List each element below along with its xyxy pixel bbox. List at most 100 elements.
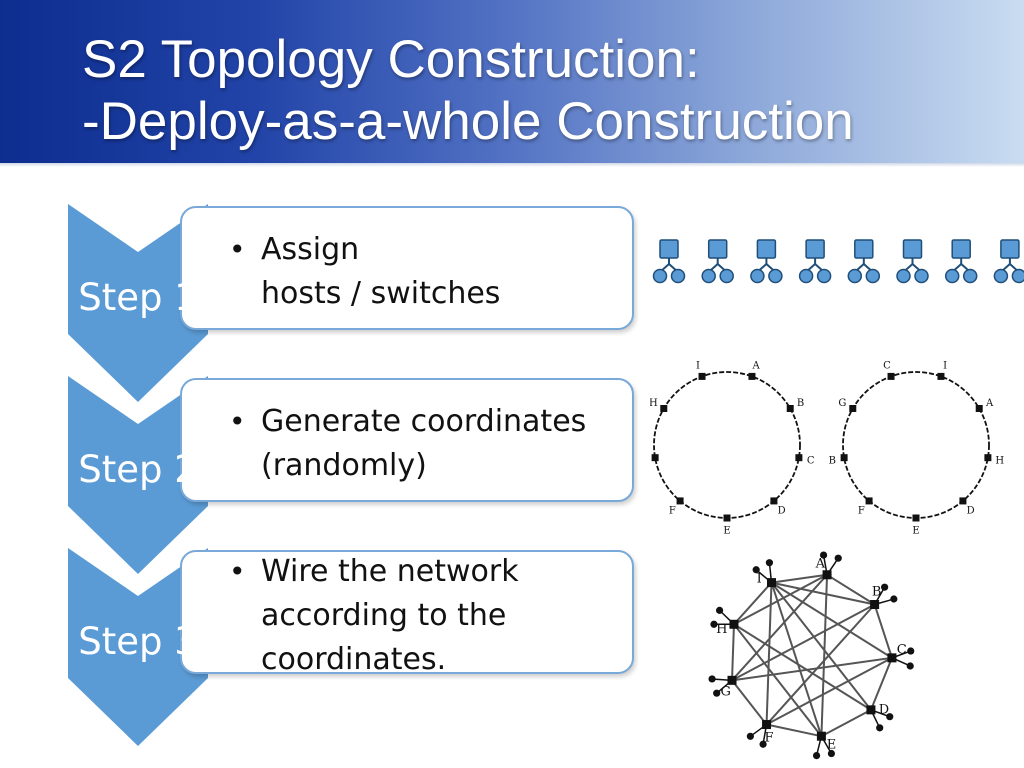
host-right <box>962 268 978 284</box>
host-right <box>768 268 783 284</box>
ring-node-label-C: C <box>807 455 815 466</box>
host-G-2 <box>708 675 716 683</box>
ring-node-H <box>660 405 668 412</box>
ring-node-label-D: D <box>778 506 786 517</box>
switch-with-two-hosts-icon <box>750 239 783 284</box>
ring-node-A <box>975 405 983 412</box>
title-bar: S2 Topology Construction: -Deploy-as-a-w… <box>0 0 1024 163</box>
step-3-text-line-2: according to the <box>261 598 507 633</box>
cross-link-B-F <box>765 603 876 726</box>
host-E-1 <box>827 749 836 758</box>
ring-node-label-B: B <box>797 398 804 409</box>
switch-box <box>902 239 923 259</box>
ring-node-E <box>723 514 731 522</box>
slide-title-line-1: S2 Topology Construction: <box>82 30 700 89</box>
step-3: • Wire the network according to the coor… <box>0 548 1024 746</box>
step-2-text-line-1: Generate coordinates <box>261 404 587 439</box>
step-1-text-line-2: hosts / switches <box>261 276 501 311</box>
step-1-label: Step 1 <box>78 276 198 319</box>
ring-node-C <box>887 372 895 380</box>
ring-node-label-I: I <box>696 361 700 372</box>
network-links <box>731 573 893 738</box>
ring-link-G-H <box>731 624 735 681</box>
ring-node-label-A: A <box>751 361 760 372</box>
ring-node-label-H: H <box>995 455 1004 466</box>
ring-node-B <box>840 454 848 462</box>
switch-box <box>756 239 777 259</box>
host-A-1 <box>819 551 828 559</box>
step-1-chevron-arrow <box>68 204 208 402</box>
cross-link-B-I <box>771 581 875 606</box>
cross-link-F-I <box>765 582 773 725</box>
cross-link-C-F <box>766 656 893 726</box>
ring-node-label-A: A <box>985 398 994 409</box>
host-left <box>896 268 911 284</box>
switch-node-C <box>887 653 897 663</box>
switch-box <box>854 239 874 259</box>
host-left <box>652 268 668 284</box>
ring-node-I <box>698 372 706 380</box>
ring-node-F <box>676 497 684 505</box>
ring-link-H-I <box>733 581 773 625</box>
switch-label-A: A <box>815 557 826 572</box>
cross-link-C-G <box>731 656 893 682</box>
host-B-2 <box>890 595 898 603</box>
step-2-text: • Generate coordinates (randomly) <box>229 400 631 488</box>
ring-node-C <box>795 454 803 462</box>
switch-box <box>1000 239 1020 259</box>
step-3-text-line-1: Wire the network <box>261 554 519 589</box>
cross-link-A-H <box>733 573 828 626</box>
cross-link-B-G <box>731 603 876 682</box>
ring-node-D <box>770 497 778 505</box>
ring-node-B <box>786 405 794 412</box>
switch-with-two-hosts-icon <box>847 239 881 284</box>
host-C-1 <box>907 647 915 655</box>
cross-link-D-I <box>770 581 872 711</box>
host-right <box>1011 268 1024 284</box>
host-left <box>847 268 863 284</box>
ring-link-C-D <box>870 657 893 711</box>
cross-link-E-H <box>733 623 823 737</box>
switch-label-I: I <box>757 571 762 586</box>
step-2-chevron-arrow <box>68 376 208 574</box>
host-left <box>993 268 1009 284</box>
ring-node-label-E: E <box>912 526 919 537</box>
ring-node-E <box>912 514 920 522</box>
ring-node-G <box>651 454 659 462</box>
cross-link-C-I <box>770 581 893 659</box>
host-left <box>944 268 960 284</box>
switch-node-I <box>767 578 777 588</box>
ring-node-G <box>849 405 857 412</box>
host-E-2 <box>812 752 821 760</box>
switch-box <box>951 239 971 259</box>
switch-box <box>659 239 679 259</box>
switch-label-F: F <box>765 730 774 745</box>
ring-circle <box>842 371 990 519</box>
host-F-2 <box>746 732 754 740</box>
slide-title-line-2: -Deploy-as-a-whole Construction <box>82 92 854 151</box>
switch-with-two-hosts-icon <box>993 239 1024 284</box>
step-3-text-line-3: coordinates. <box>261 642 447 677</box>
host-I-1 <box>752 566 760 574</box>
host-right <box>914 268 929 284</box>
ring-node-label-F: F <box>858 506 865 517</box>
step-3-label: Step 3 <box>78 620 198 663</box>
host-I-2 <box>765 559 774 567</box>
host-left <box>701 268 716 284</box>
ring-link-D-E <box>820 708 872 738</box>
switch-label-E: E <box>827 737 837 752</box>
switch-node-E <box>816 731 826 741</box>
switch-label-H: H <box>716 622 727 637</box>
switch-box <box>707 239 728 259</box>
switch-label-G: G <box>721 685 731 700</box>
ring-node-label-F: F <box>669 506 676 517</box>
ring-link-A-B <box>826 573 876 606</box>
ring-node-label-I: I <box>943 361 947 372</box>
switch-node-A <box>822 570 832 580</box>
step-2-box: • Generate coordinates (randomly) <box>180 378 634 502</box>
host-right <box>670 268 686 284</box>
ring-node-label-H: H <box>650 398 658 409</box>
switch-box <box>805 239 825 259</box>
